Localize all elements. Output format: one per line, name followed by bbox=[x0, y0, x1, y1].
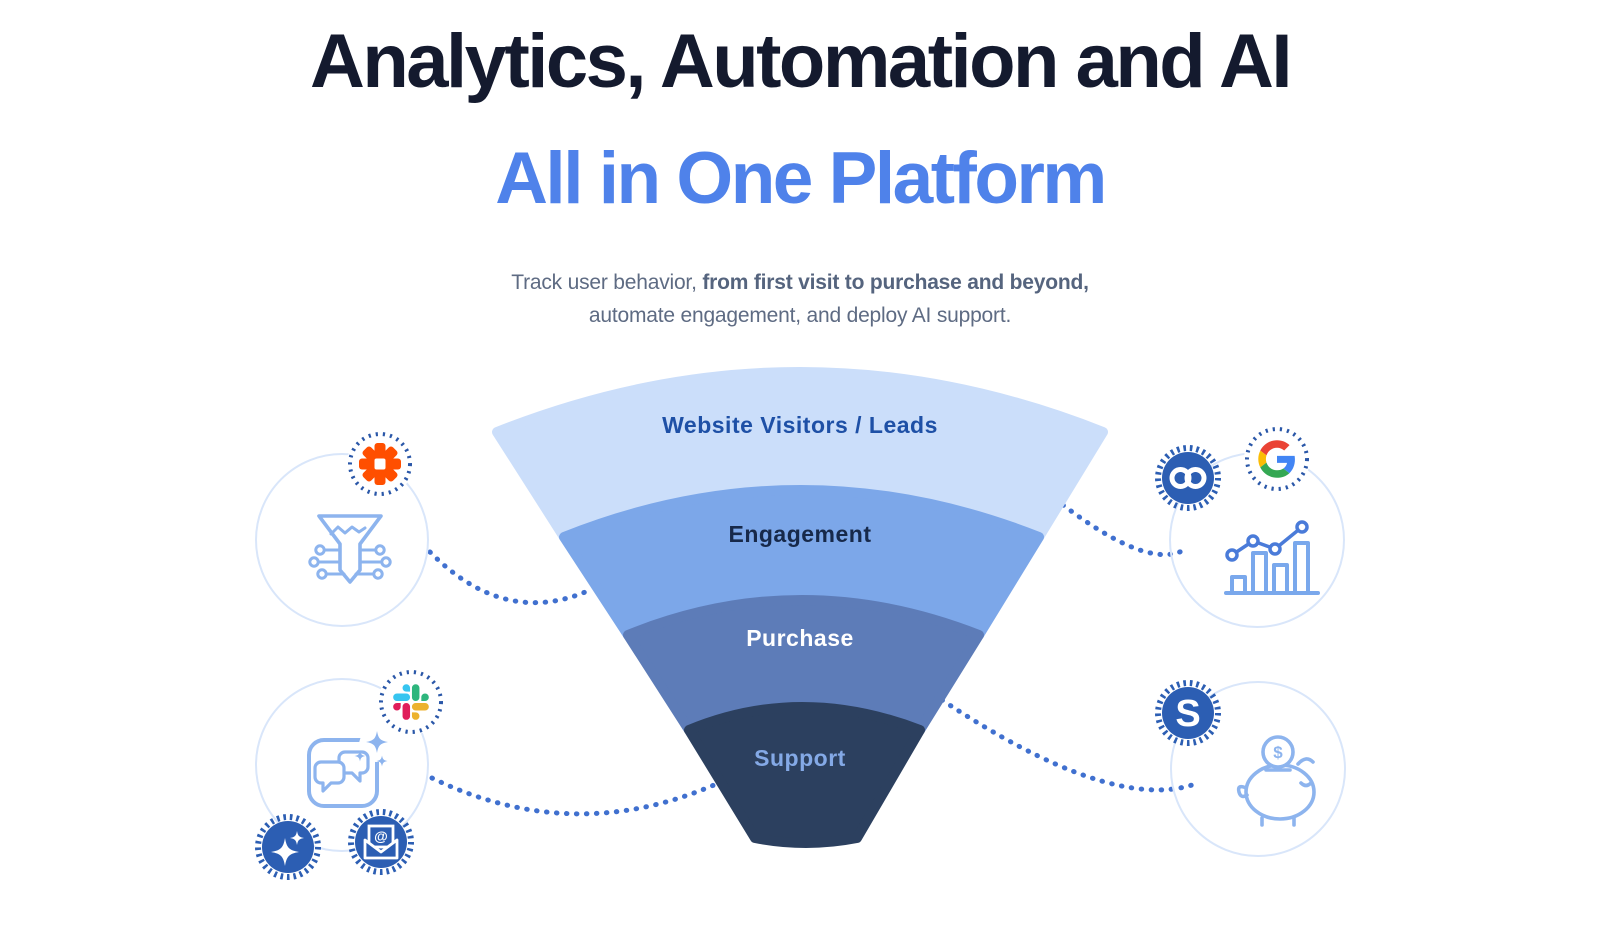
meta-icon bbox=[1152, 442, 1224, 514]
zapier-icon bbox=[344, 428, 416, 500]
subtitle: Track user behavior, from first visit to… bbox=[0, 266, 1600, 332]
bar-chart-glyph bbox=[1224, 541, 1320, 595]
email-glyph: @ bbox=[363, 824, 399, 860]
meta-infinity-glyph bbox=[1169, 467, 1207, 489]
piggy-bank-icon: $ bbox=[1225, 729, 1335, 839]
sparkles-glyph bbox=[271, 831, 304, 866]
connector-right-top bbox=[1060, 502, 1185, 557]
zapier-dotted-ring bbox=[348, 432, 412, 496]
google-dotted-ring bbox=[1245, 427, 1309, 491]
funnel-automation-glyph bbox=[308, 514, 392, 584]
chat-sparkles bbox=[354, 731, 388, 767]
ai-chat-icon bbox=[295, 722, 395, 822]
funnel-label-support: Support bbox=[754, 745, 846, 771]
trend-line-glyph bbox=[1225, 520, 1309, 562]
chat-frame bbox=[307, 738, 379, 808]
page-title: Analytics, Automation and AI All in One … bbox=[0, 19, 1600, 219]
analytics-chart-icon bbox=[1217, 507, 1327, 607]
email-badge-ring bbox=[348, 809, 414, 875]
circle-left-bottom bbox=[255, 678, 429, 852]
funnel-automation-icon bbox=[295, 499, 405, 609]
google-icon bbox=[1241, 423, 1313, 495]
svg-text:@: @ bbox=[374, 828, 388, 844]
dotted-connectors bbox=[427, 502, 1195, 817]
sparkles-badge-icon bbox=[252, 811, 324, 883]
slack-dotted-ring bbox=[379, 670, 443, 734]
funnel-label-purchase: Purchase bbox=[746, 625, 854, 651]
funnel-label-visitors: Website Visitors / Leads bbox=[662, 412, 938, 438]
title-line-2: All in One Platform bbox=[495, 138, 1107, 219]
subtitle-normal: Track user behavior, bbox=[511, 271, 703, 294]
funnel-label-engagement: Engagement bbox=[728, 521, 871, 547]
chat-bubbles bbox=[313, 750, 370, 793]
meta-badge-ring bbox=[1155, 445, 1221, 511]
sparkles-badge-ring bbox=[255, 814, 321, 880]
connector-left-top bbox=[427, 549, 593, 606]
stripe-badge-ring bbox=[1155, 680, 1221, 746]
google-g-glyph bbox=[1258, 440, 1295, 478]
email-badge-icon: @ bbox=[345, 806, 417, 878]
zapier-asterisk-glyph bbox=[359, 443, 401, 485]
funnel bbox=[492, 367, 1108, 848]
subtitle-line2: automate engagement, and deploy AI suppo… bbox=[588, 304, 1012, 327]
connector-right-bottom bbox=[939, 697, 1195, 793]
connector-left-bottom bbox=[429, 775, 717, 817]
slack-logo-glyph bbox=[393, 684, 429, 720]
piggy-bank-glyph bbox=[1236, 735, 1316, 827]
funnel-labels: Website Visitors / Leads Engagement Purc… bbox=[662, 412, 938, 771]
circle-left-top bbox=[255, 453, 429, 627]
subtitle-bold: from first visit to purchase and beyond, bbox=[702, 271, 1089, 294]
stripe-badge-bg bbox=[1162, 687, 1214, 739]
stripe-icon: S bbox=[1152, 677, 1224, 749]
dollar-sign: $ bbox=[1273, 743, 1283, 762]
slack-icon bbox=[375, 666, 447, 738]
funnel-segment-support bbox=[684, 702, 925, 848]
circle-right-bottom bbox=[1170, 681, 1346, 857]
title-line-1: Analytics, Automation and AI bbox=[309, 19, 1293, 104]
slack-circle-bg bbox=[378, 669, 444, 735]
stripe-s-glyph: S bbox=[1175, 693, 1200, 735]
